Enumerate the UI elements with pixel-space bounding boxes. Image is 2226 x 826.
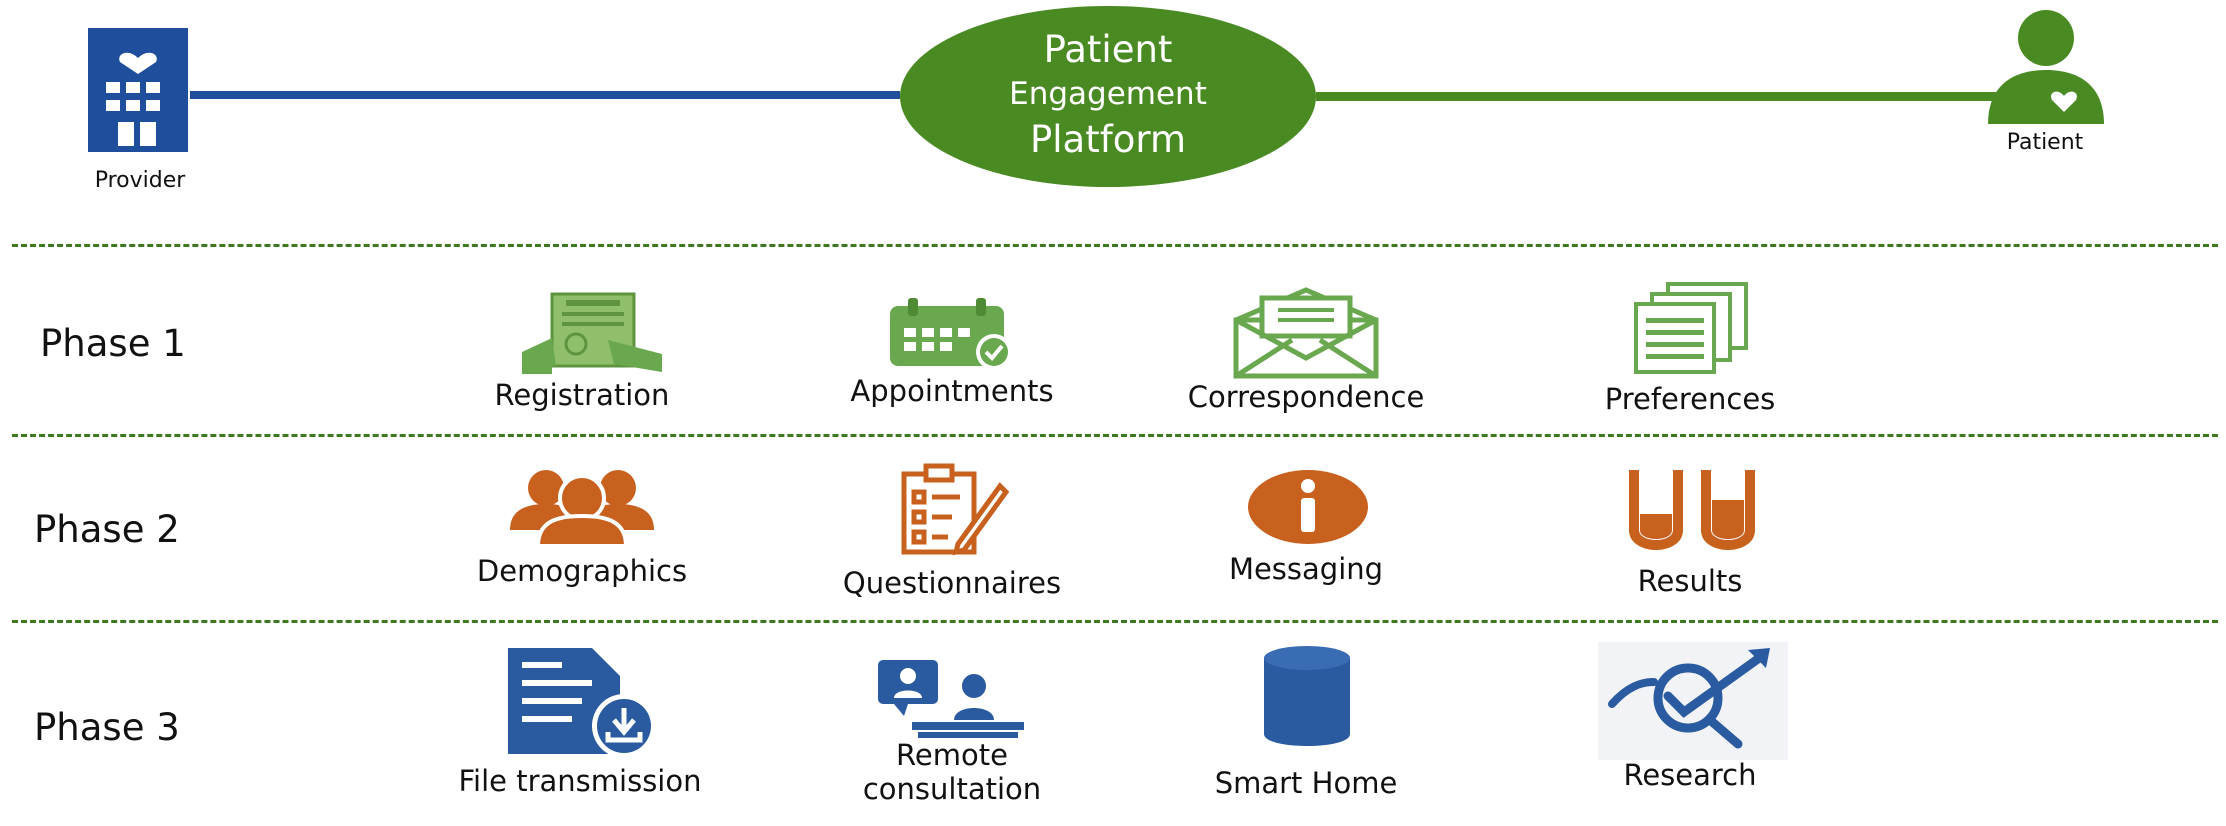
platform-ellipse: Patient Engagement Platform <box>900 6 1316 187</box>
provider-connector-line <box>190 91 900 99</box>
item-label-line1: Remote <box>896 738 1008 772</box>
item-label: Messaging <box>1228 552 1384 586</box>
item-label: Results <box>1637 564 1743 598</box>
platform-title-line3: Platform <box>1029 118 1187 161</box>
patient-connector-line <box>1316 92 1996 101</box>
item-label: Questionnaires <box>842 566 1062 600</box>
phase-2-label: Phase 2 <box>34 508 180 551</box>
registration-form-icon <box>522 292 662 374</box>
checklist-clipboard-icon <box>901 463 1010 556</box>
patient-label: Patient <box>2006 130 2084 155</box>
divider-phase1-phase2 <box>12 434 2218 437</box>
platform-title-line2: Engagement <box>1009 76 1207 112</box>
item-label-line2: consultation <box>862 772 1042 806</box>
documents-stack-icon <box>1634 282 1748 374</box>
video-consultation-icon <box>878 660 1024 738</box>
item-label: Research <box>1623 758 1757 792</box>
item-label: Demographics <box>476 554 688 588</box>
envelope-icon <box>1233 287 1379 379</box>
patient-person-icon <box>1988 10 2104 124</box>
file-download-icon <box>508 648 656 758</box>
hospital-building-icon <box>88 28 188 152</box>
item-label: Preferences <box>1604 382 1776 416</box>
item-label: Smart Home <box>1214 766 1398 800</box>
item-label: File transmission <box>458 764 702 798</box>
phase-3-label: Phase 3 <box>34 706 180 749</box>
item-label: Registration <box>494 378 670 412</box>
divider-top <box>12 244 2218 247</box>
research-magnifier-icon <box>1598 642 1788 760</box>
provider-label: Provider <box>94 168 186 193</box>
people-group-icon <box>510 470 654 548</box>
divider-phase2-phase3 <box>12 620 2218 623</box>
platform-title-line1: Patient <box>1043 28 1173 71</box>
item-label: Appointments <box>850 374 1054 408</box>
phase-1-label: Phase 1 <box>40 322 186 365</box>
info-icon <box>1248 470 1368 544</box>
database-cylinder-icon <box>1264 646 1350 746</box>
calendar-check-icon <box>890 298 1012 370</box>
test-tubes-icon <box>1629 470 1755 550</box>
item-label: Correspondence <box>1187 380 1425 414</box>
